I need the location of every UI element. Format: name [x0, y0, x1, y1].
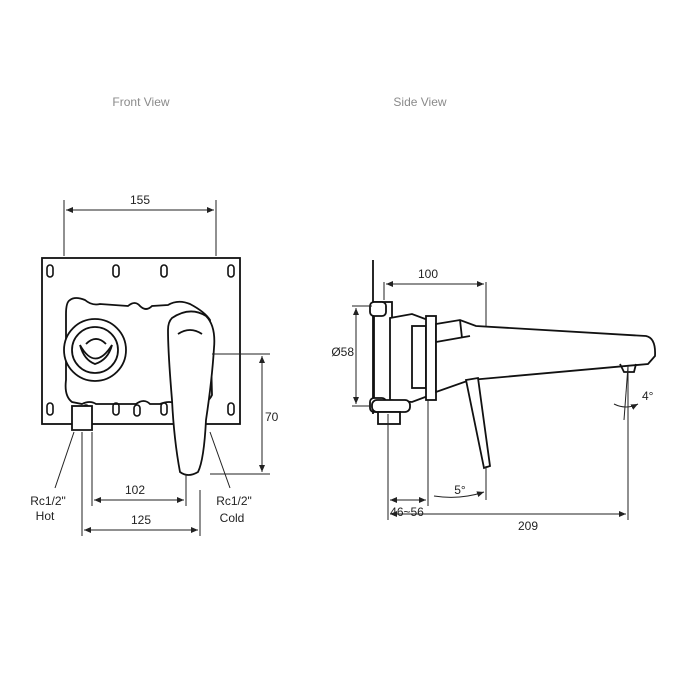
lever-handle: [167, 310, 216, 476]
backplate: [41, 257, 241, 425]
hot-inlet-detail: [79, 344, 113, 365]
angle-5-label: 5°: [454, 483, 466, 497]
dim-100-label: 100: [418, 267, 438, 281]
aerator: [619, 363, 637, 373]
mount-hole: [160, 264, 168, 278]
spout: [435, 319, 656, 394]
mount-hole: [227, 264, 235, 278]
dim-diameter-label: Ø58: [331, 345, 354, 359]
dim-125-label: 125: [131, 513, 151, 527]
mount-hole: [46, 264, 54, 278]
spout-detail: [435, 335, 471, 343]
mount-hole: [227, 402, 235, 416]
hot-leader-line: [54, 431, 75, 489]
inlet-stub-side: [377, 411, 401, 425]
valve-body: [64, 297, 213, 405]
dim-209-label: 209: [518, 519, 538, 533]
cover-plate: [425, 315, 437, 401]
mount-hole: [112, 264, 120, 278]
hot-inlet-detail: [85, 338, 107, 345]
side-view-title: Side View: [393, 95, 446, 109]
cold-leader-line: [209, 431, 231, 489]
hot-inlet-ring: [71, 326, 119, 374]
side-view: 100 Ø58 4° 5° 46~56 209: [331, 260, 656, 533]
inlet-side: [371, 399, 411, 413]
mount-hole: [160, 402, 168, 416]
mount-hole: [112, 402, 120, 416]
hot-name-label: Hot: [36, 509, 55, 523]
angle-arc: [613, 403, 639, 410]
front-view: 155 70 102 125 Rc1/2" Hot Rc1/2" Cold: [30, 193, 279, 536]
mount-hole: [133, 404, 141, 417]
dim-46-56-label: 46~56: [390, 505, 424, 519]
cold-thread-label: Rc1/2": [216, 494, 252, 508]
flange-top-lug: [369, 301, 387, 317]
cold-name-label: Cold: [220, 511, 245, 525]
dim-155-label: 155: [130, 193, 150, 207]
dim-70-label: 70: [265, 410, 279, 424]
valve-core-side: [411, 325, 427, 389]
lever-side: [464, 376, 491, 470]
front-view-title: Front View: [112, 95, 169, 109]
angle-4-label: 4°: [642, 389, 654, 403]
dim-102-label: 102: [125, 483, 145, 497]
angle-ref-line: [623, 365, 629, 421]
hot-inlet-cap: [63, 318, 127, 382]
mount-hole: [46, 402, 54, 416]
lever-detail: [177, 329, 203, 335]
hot-pipe-stub: [71, 405, 93, 431]
spout-joint: [459, 319, 463, 339]
angle-arc: [433, 491, 485, 498]
hot-thread-label: Rc1/2": [30, 494, 66, 508]
